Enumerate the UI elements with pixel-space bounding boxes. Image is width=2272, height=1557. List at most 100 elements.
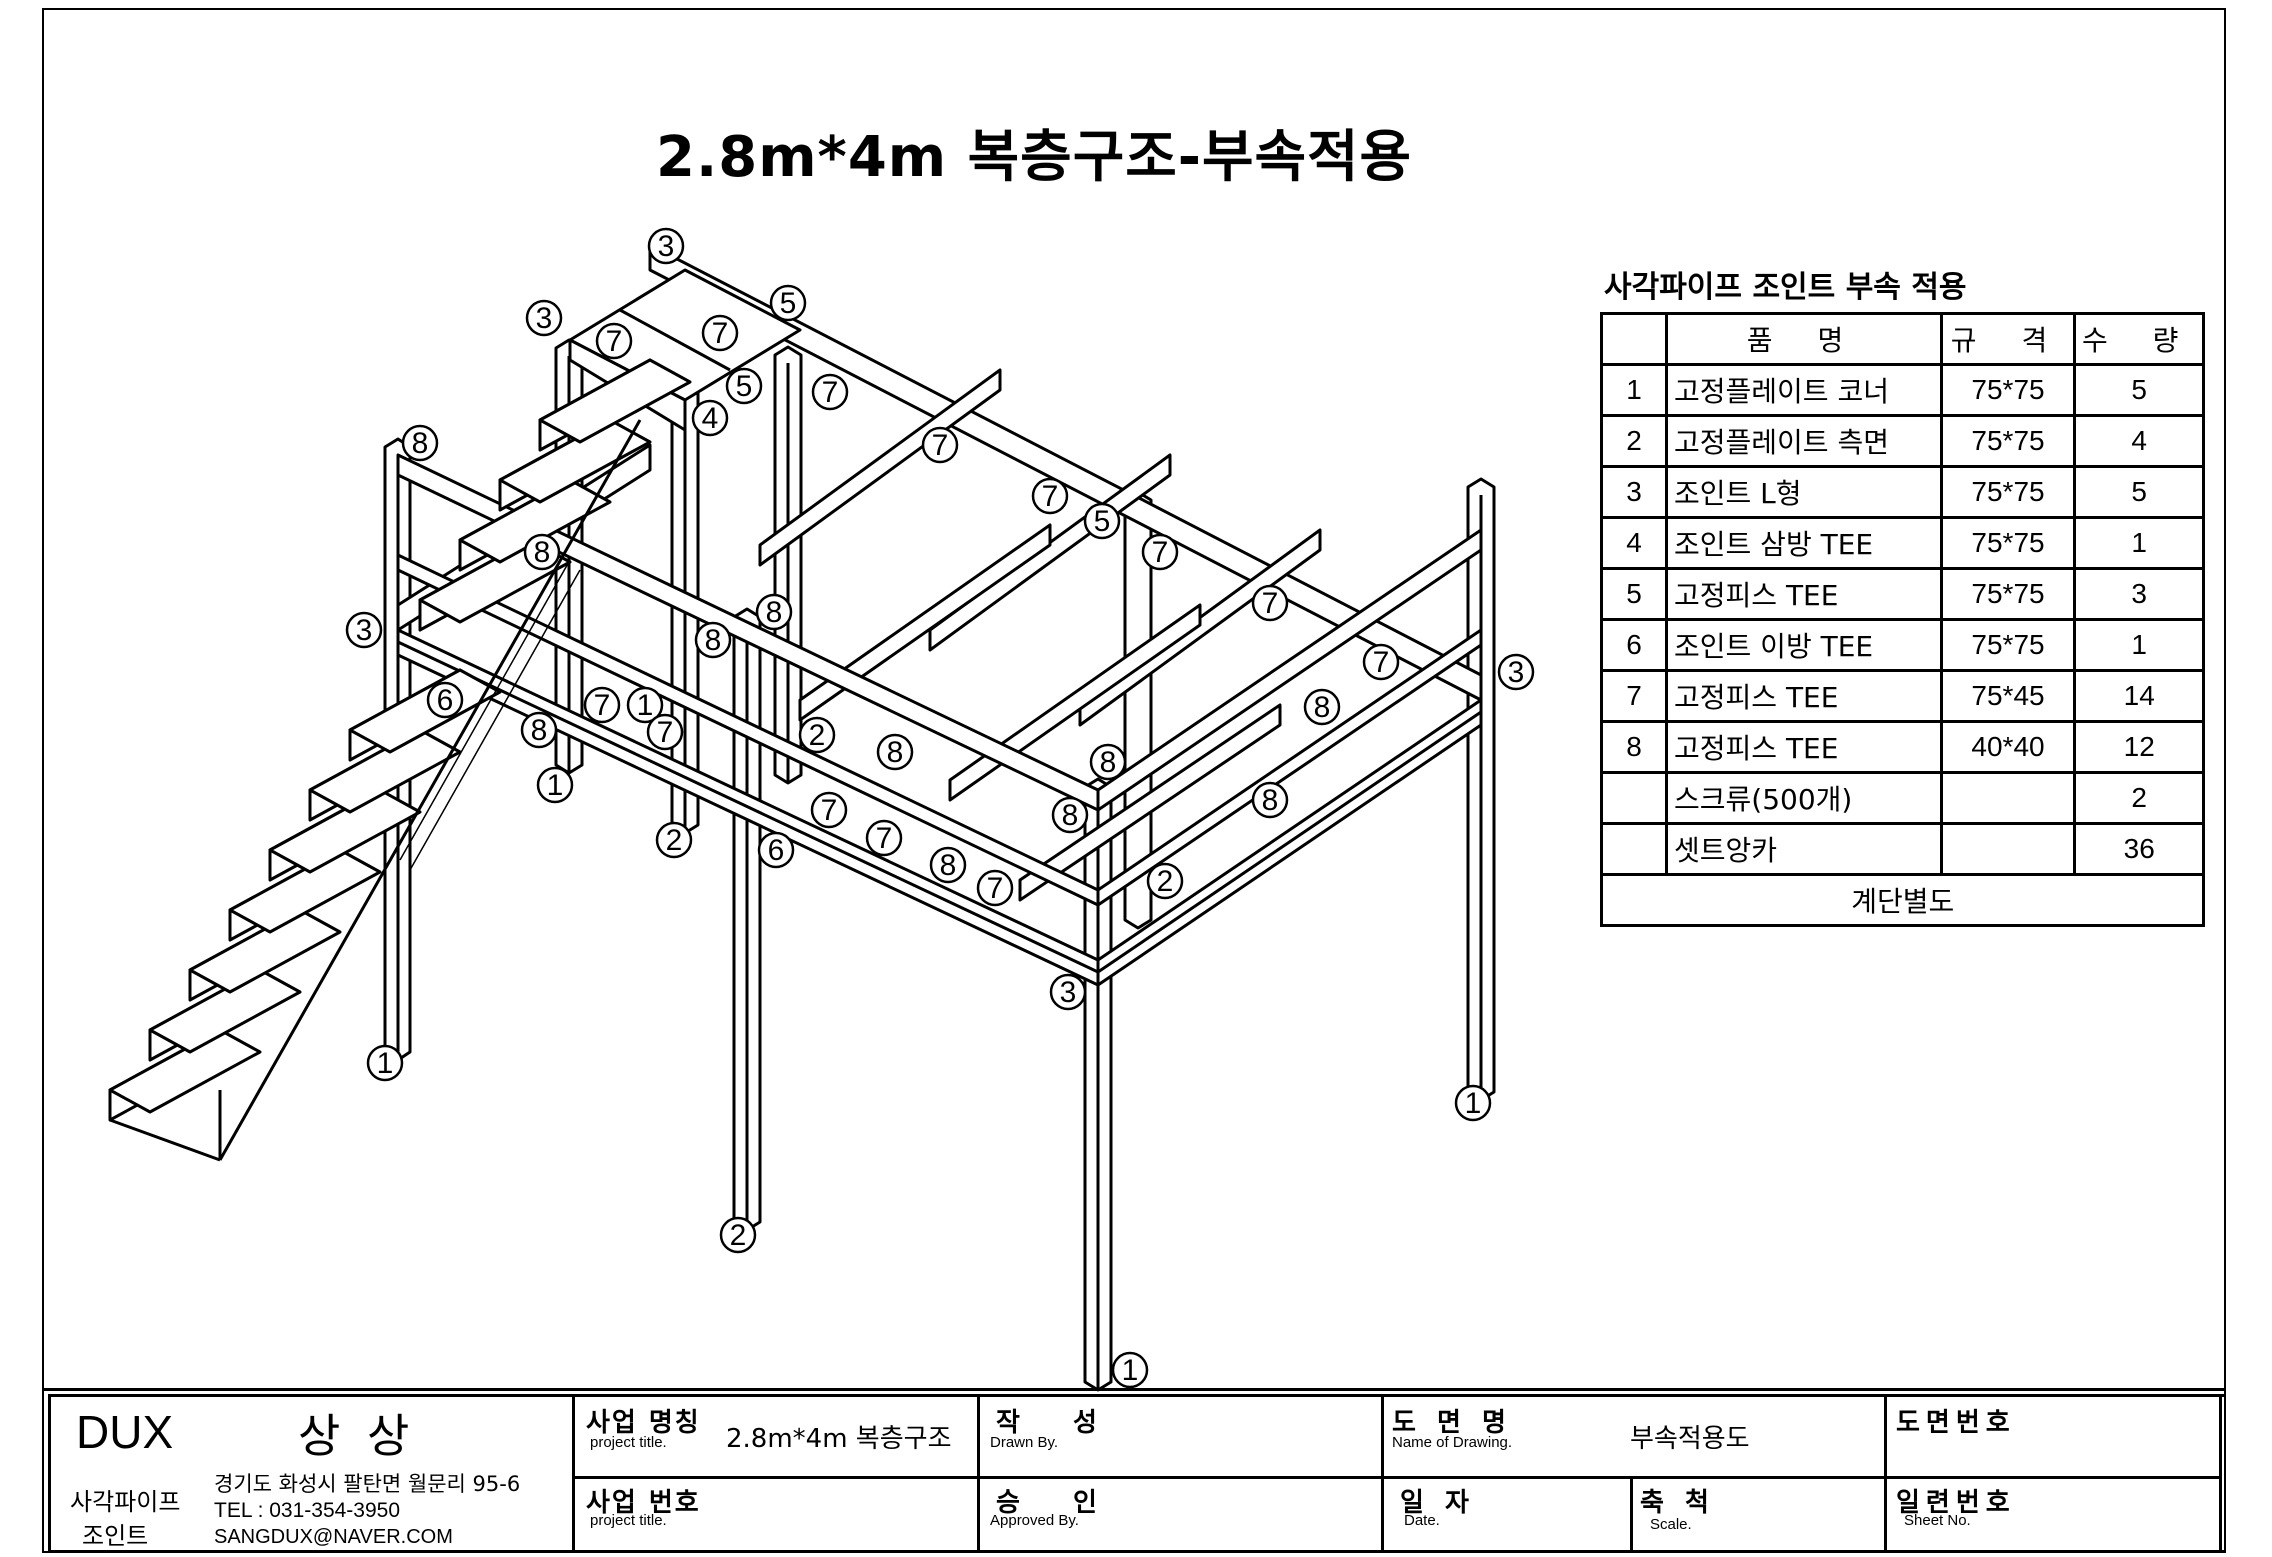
callout-number: 8	[887, 736, 904, 769]
row-qty: 5	[2072, 363, 2206, 417]
callout-number: 6	[768, 834, 785, 867]
callout-7: 7	[1141, 533, 1179, 571]
callout-7: 7	[865, 819, 903, 857]
post-front-right	[1083, 777, 1113, 1392]
row-spec: 75*75	[1940, 465, 2076, 519]
row-qty: 14	[2072, 669, 2206, 723]
callout-circle	[701, 314, 739, 352]
callout-number: 7	[821, 794, 838, 827]
callout-number: 7	[657, 716, 674, 749]
company-name: DUX	[76, 1406, 174, 1458]
callout-circle	[876, 733, 914, 771]
callout-7: 7	[1251, 584, 1289, 622]
callout-circle	[1251, 781, 1289, 819]
callout-4: 4	[691, 399, 729, 437]
drawing-title: 2.8m*4m 복층구조-부속적용	[656, 125, 1413, 190]
callout-circle	[929, 846, 967, 884]
callout-number: 3	[536, 302, 553, 335]
callout-2: 2	[655, 821, 693, 859]
callout-circle	[976, 869, 1014, 907]
callout-number: 7	[1042, 480, 1059, 513]
row-name: 고정피스 TEE	[1665, 720, 1943, 774]
callout-number: 7	[1152, 536, 1169, 569]
callout-number: 7	[932, 429, 949, 462]
callout-3: 3	[1049, 973, 1087, 1011]
callout-number: 3	[356, 614, 373, 647]
parts-row: 스크류(500개)2	[1600, 771, 2206, 825]
row-name: 셋트앙카	[1665, 822, 1943, 876]
scale-en: Scale.	[1650, 1516, 1692, 1533]
drawing-name-value: 부속적용도	[1630, 1424, 1750, 1454]
callout-circle	[520, 711, 558, 749]
post-back-right	[1466, 477, 1496, 1102]
row-qty: 5	[2072, 465, 2206, 519]
callout-number: 8	[766, 596, 783, 629]
callout-number: 2	[730, 1219, 747, 1252]
callout-number: 7	[1373, 646, 1390, 679]
callout-8: 8	[1089, 743, 1127, 781]
callout-circle	[755, 593, 793, 631]
callout-circle	[525, 299, 563, 337]
row-spec	[1940, 822, 2076, 876]
row-spec: 75*45	[1940, 669, 2076, 723]
callout-circle	[647, 227, 685, 265]
callout-circle	[1111, 1351, 1149, 1389]
callout-1: 1	[626, 686, 664, 724]
callout-8: 8	[929, 846, 967, 884]
callout-circle	[1303, 688, 1341, 726]
callout-number: 3	[658, 230, 675, 263]
callout-number: 7	[606, 325, 623, 358]
callout-number: 1	[547, 769, 564, 802]
callout-circle	[865, 819, 903, 857]
company-address: 경기도 화성시 팔탄면 월문리 95-6	[214, 1472, 521, 1496]
approved-label: 승 인	[996, 1488, 1119, 1518]
row-qty: 3	[2072, 567, 2206, 621]
row-spec	[1940, 771, 2076, 825]
callout-circle	[595, 322, 633, 360]
callout-circle	[691, 399, 729, 437]
callout-7: 7	[701, 314, 739, 352]
callout-number: 8	[940, 849, 957, 882]
project-no-en: project title.	[590, 1512, 667, 1529]
callout-7: 7	[921, 426, 959, 464]
callout-number: 7	[594, 689, 611, 722]
callout-7: 7	[1362, 643, 1400, 681]
callout-2: 2	[1146, 862, 1184, 900]
callout-number: 5	[1094, 505, 1111, 538]
callout-circle	[1049, 973, 1087, 1011]
row-no	[1600, 822, 1668, 876]
callout-6: 6	[426, 681, 464, 719]
callout-3: 3	[1497, 653, 1535, 691]
row-qty: 1	[2072, 516, 2206, 570]
row-spec: 75*75	[1940, 363, 2076, 417]
row-spec: 75*75	[1940, 516, 2076, 570]
scale-label: 축 척	[1640, 1488, 1715, 1518]
row-name: 조인트 L형	[1665, 465, 1943, 519]
row-no: 8	[1600, 720, 1668, 774]
callout-number: 8	[1262, 784, 1279, 817]
callout-7: 7	[976, 869, 1014, 907]
callout-circle	[719, 1216, 757, 1254]
callout-number: 7	[712, 317, 729, 350]
joists	[758, 368, 1322, 902]
callout-number: 8	[534, 536, 551, 569]
callout-circle	[1031, 477, 1069, 515]
header-qty: 수 량	[2072, 312, 2206, 366]
callout-circle	[1051, 796, 1089, 834]
callout-8: 8	[876, 733, 914, 771]
sheet-no-label: 일련번호	[1896, 1488, 2016, 1518]
company-name-kr: 상 상	[298, 1409, 416, 1463]
row-no: 4	[1600, 516, 1668, 570]
callout-number: 6	[437, 684, 454, 717]
callout-number: 1	[1122, 1354, 1139, 1387]
callout-1: 1	[1111, 1351, 1149, 1389]
header-name: 품 명	[1665, 312, 1943, 366]
callout-circle	[757, 831, 795, 869]
callout-2: 2	[798, 716, 836, 754]
row-no	[1600, 771, 1668, 825]
